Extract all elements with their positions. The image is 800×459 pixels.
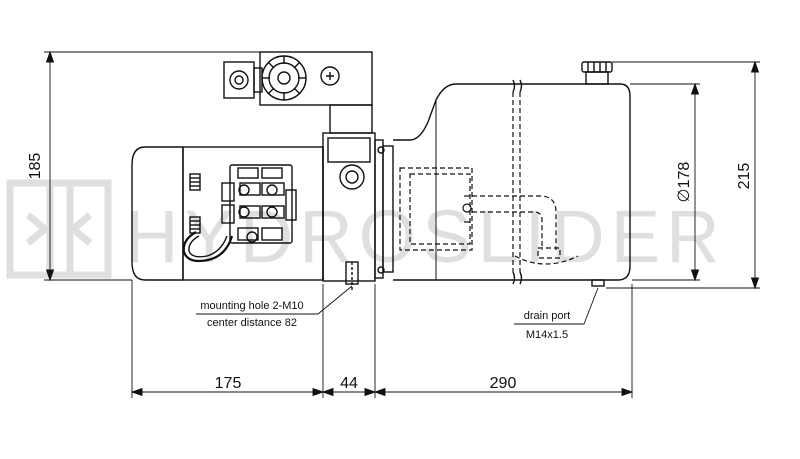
cable-icon bbox=[182, 231, 234, 263]
mounting-hole-label: mounting hole 2-M10 bbox=[200, 300, 303, 312]
pump-detail bbox=[462, 195, 472, 223]
drain-port-thread: M14x1.5 bbox=[526, 329, 568, 341]
watermark-logo-icon bbox=[6, 179, 112, 279]
drain-plug-icon bbox=[591, 279, 605, 287]
dim-adapter-length: 44 bbox=[340, 375, 358, 392]
filler-cap-icon bbox=[581, 61, 613, 85]
dim-tank-height: 215 bbox=[736, 163, 753, 190]
screw-icon bbox=[189, 173, 201, 191]
mounting-hole-center-distance: center distance 82 bbox=[207, 317, 297, 329]
watermark-text: HYDROSLIDER bbox=[125, 195, 726, 278]
dim-overall-height: 185 bbox=[27, 153, 44, 180]
tank-internals bbox=[399, 92, 579, 272]
mounting-bolt-icon bbox=[345, 261, 359, 290]
dimension-lines bbox=[44, 50, 760, 398]
drain-port-label: drain port bbox=[524, 310, 570, 322]
adapter-block bbox=[322, 132, 394, 290]
watermark: HYDROSLIDER bbox=[6, 179, 726, 279]
terminal-box bbox=[221, 164, 297, 244]
dim-motor-length: 175 bbox=[215, 375, 242, 392]
dim-tank-diameter: ∅178 bbox=[676, 162, 693, 203]
port-plug-icon bbox=[320, 66, 340, 86]
solenoid-icon bbox=[223, 61, 263, 99]
oil-tank bbox=[393, 61, 631, 287]
dim-tank-length: 290 bbox=[490, 375, 517, 392]
relief-valve-icon bbox=[261, 55, 307, 101]
valve-block bbox=[223, 51, 373, 134]
motor bbox=[131, 146, 324, 281]
